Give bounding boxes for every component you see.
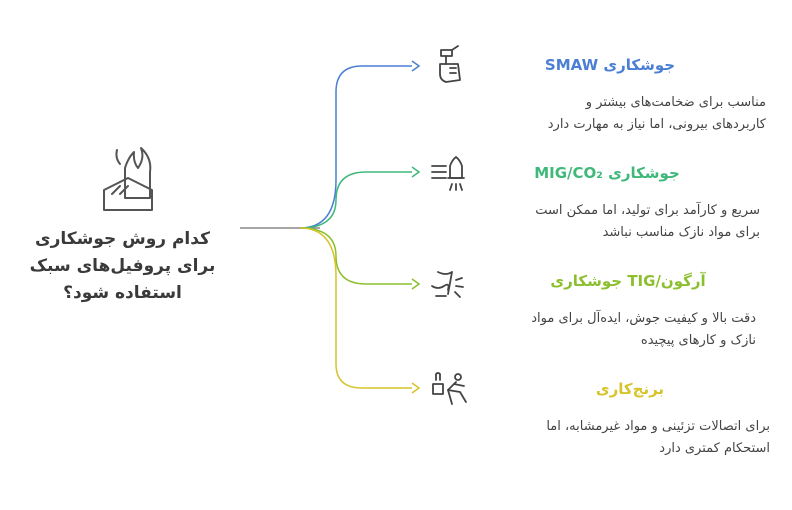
option-desc-line: برای اتصالات تزئینی و مواد غیرمشابه، اما — [546, 419, 770, 434]
branch-mig — [299, 171, 412, 229]
branch-smaw — [299, 65, 412, 229]
branch-brazing — [299, 227, 412, 389]
branch-arrowhead-tig — [411, 278, 421, 290]
welding-gun-icon — [431, 156, 465, 191]
option-desc-line: مناسب برای ضخامت‌های بیشتر و — [585, 95, 766, 110]
option-desc-brazing: برای اتصالات تزئینی و مواد غیرمشابه، اما… — [470, 416, 770, 460]
branch-arrowhead-mig — [411, 166, 421, 178]
option-desc-line: دقت بالا و کیفیت جوش، ایده‌آل برای مواد — [531, 311, 756, 326]
option-title-smaw: جوشکاری SMAW — [544, 56, 676, 74]
hand-flame-icon — [103, 147, 153, 211]
branch-arrowhead-brazing — [411, 382, 421, 394]
option-desc-smaw: مناسب برای ضخامت‌های بیشتر و کاربردهای ب… — [470, 92, 766, 136]
hand-torch-icon — [439, 45, 461, 83]
question-line-1: کدام روش جوشکاری — [35, 229, 210, 249]
option-desc-line: کاربردهای بیرونی، اما نیاز به مهارت دارد — [547, 117, 766, 132]
option-desc-line: استحکام کمتری دارد — [659, 441, 770, 456]
question-line-2: برای پروفیل‌های سبک — [29, 256, 216, 276]
option-desc-line: سریع و کارآمد برای تولید، اما ممکن است — [535, 203, 760, 218]
worker-fire-icon — [432, 372, 467, 405]
option-title-mig: جوشکاری MIG/CO₂ — [534, 164, 680, 182]
branch-tig — [299, 227, 412, 285]
branch-arrowhead-smaw — [411, 60, 421, 72]
option-desc-line: نازک و کارهای پیچیده — [640, 333, 756, 348]
question-title: کدام روش جوشکاری برای پروفیل‌های سبک است… — [20, 226, 225, 307]
option-desc-mig: سریع و کارآمد برای تولید، اما ممکن است ب… — [470, 200, 760, 244]
question-line-3: استفاده شود؟ — [63, 283, 182, 303]
option-title-tig: آرگون/TIG جوشکاری — [550, 272, 706, 290]
arc-spark-icon — [431, 271, 464, 298]
option-desc-tig: دقت بالا و کیفیت جوش، ایده‌آل برای مواد … — [470, 308, 756, 352]
option-title-brazing: برنج‌کاری — [595, 380, 665, 398]
option-desc-line: برای مواد نازک مناسب نباشد — [602, 225, 760, 240]
